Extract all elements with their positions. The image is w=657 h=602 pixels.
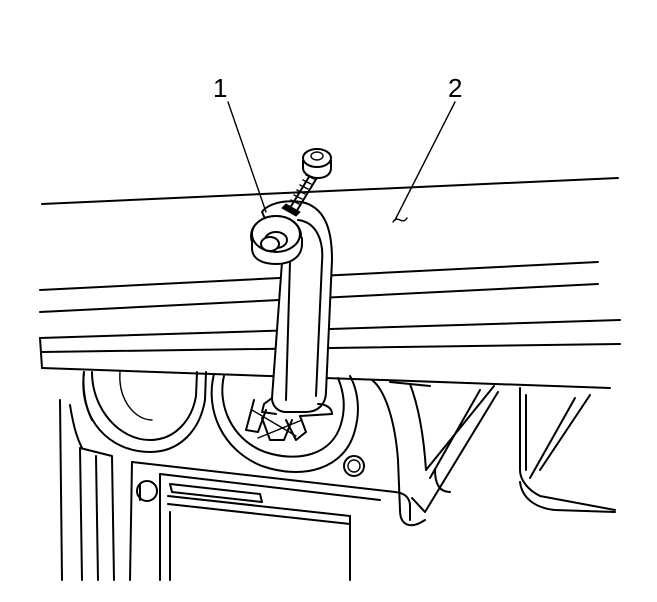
tool-nut [250, 215, 303, 265]
dashboard-body [59, 379, 616, 581]
left-gauge-pod [82, 371, 207, 453]
threaded-screw [281, 148, 332, 217]
leader-line-2 [394, 101, 456, 221]
tool-bracket [245, 148, 333, 441]
center-gauge-pod [210, 373, 365, 477]
leader-line-1 [227, 101, 267, 213]
callout-leaders [227, 101, 456, 221]
callout-label-1: 1 [213, 73, 227, 103]
callout-label-2: 2 [448, 73, 462, 103]
dashboard-lower [59, 371, 616, 581]
